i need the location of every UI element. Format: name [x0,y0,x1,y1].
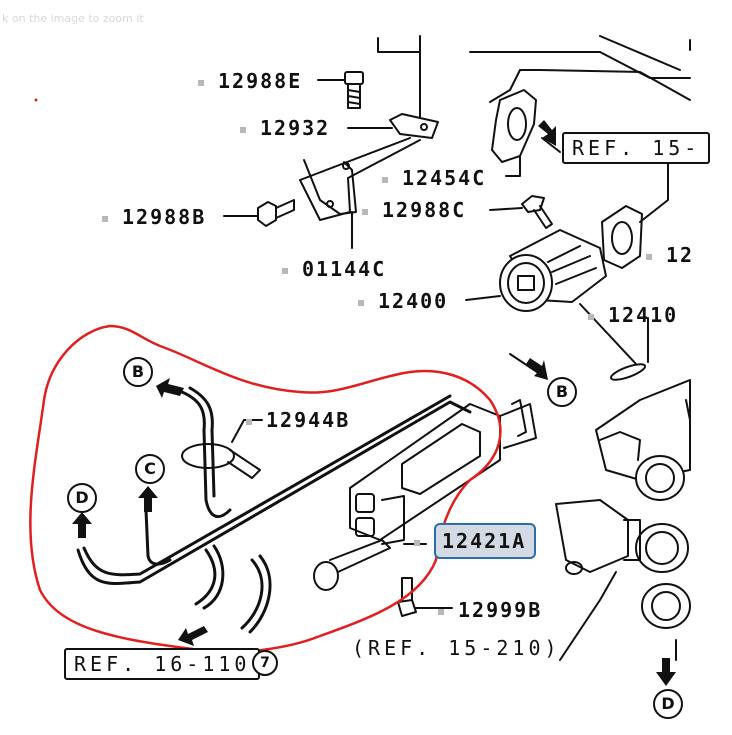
part-label-12-edge[interactable]: 12 [646,245,694,265]
part-label-12999B[interactable]: 12999B [438,600,542,620]
zoom-hint: k on the image to zoom it [2,12,144,25]
leader-ref15-top [541,137,561,153]
bullet-icon [246,418,252,425]
part-code: 12454C [402,166,487,190]
part-code: 12988C [382,198,467,222]
part-label-12988E[interactable]: 12988E [198,71,302,91]
part-label-12400[interactable]: 12400 [358,291,448,311]
part-label-12944B[interactable]: 12944B [246,410,350,430]
bullet-icon [588,313,594,320]
bullet-icon [282,267,288,274]
arrow-icon-ref15 [538,120,556,146]
bolt-12988B [223,199,295,227]
arrow-icon-d1 [72,512,92,538]
part-code: 12988B [122,205,207,229]
marker-b-right: B [547,377,577,407]
part-label-12421A-highlighted[interactable]: 12421A [414,523,537,559]
ref-15-top[interactable]: REF. 15- [562,132,711,164]
arrow-icon-b2 [526,358,548,380]
gasket-12454C [489,69,541,177]
ref-15-210[interactable]: (REF. 15-210) [352,636,561,660]
part-code: 01144C [302,257,387,281]
bolt-12988C [489,195,553,229]
arrow-icon-d2 [656,658,676,686]
bullet-icon [362,208,368,215]
bullet-icon [646,253,652,260]
marker-d-bottom: D [653,689,683,719]
arrow-icon-c [138,486,158,512]
red-dot [34,98,38,102]
part-code: 12944B [266,408,351,432]
ref-16-110[interactable]: REF. 16-110 [64,648,261,680]
bracket-12932 [299,113,439,249]
arrow-icon-ref16 [178,626,208,646]
bolt-12999B [397,577,453,617]
bullet-icon [102,215,108,222]
part-code: 12 [666,243,695,267]
bullet-icon [414,539,420,546]
part-label-12454C[interactable]: 12454C [382,168,486,188]
bullet-icon [438,608,444,615]
part-label-12988C[interactable]: 12988C [362,200,466,220]
selection-outline [29,324,502,654]
part-label-12988B[interactable]: 12988B [102,207,206,227]
vacuum-hoses [76,386,472,634]
part-label-12932[interactable]: 12932 [240,118,330,138]
engine-outline-top [539,35,691,101]
bullet-icon [198,79,204,86]
part-code: 12400 [378,289,449,313]
frame-lines [377,35,691,119]
marker-ref-circle: 7 [252,650,278,676]
marker-d-left: D [67,483,97,513]
part-code: 12410 [608,303,679,327]
marker-c: C [135,454,165,484]
bullet-icon [358,299,364,306]
part-code: 12421A [434,523,537,559]
marker-b-left: B [123,357,153,387]
engine-body [555,379,691,661]
bolt-12988E [317,71,364,109]
part-code: 12932 [260,116,331,140]
part-label-01144C[interactable]: 01144C [282,259,386,279]
arrow-icon-b1 [156,378,184,398]
bullet-icon [382,176,388,183]
leader-ref15-210 [559,571,617,661]
part-code: 12988E [218,69,303,93]
part-label-12410[interactable]: 12410 [588,305,678,325]
bullet-icon [240,126,246,133]
valve-12400 [465,229,607,312]
part-code: 12999B [458,598,543,622]
